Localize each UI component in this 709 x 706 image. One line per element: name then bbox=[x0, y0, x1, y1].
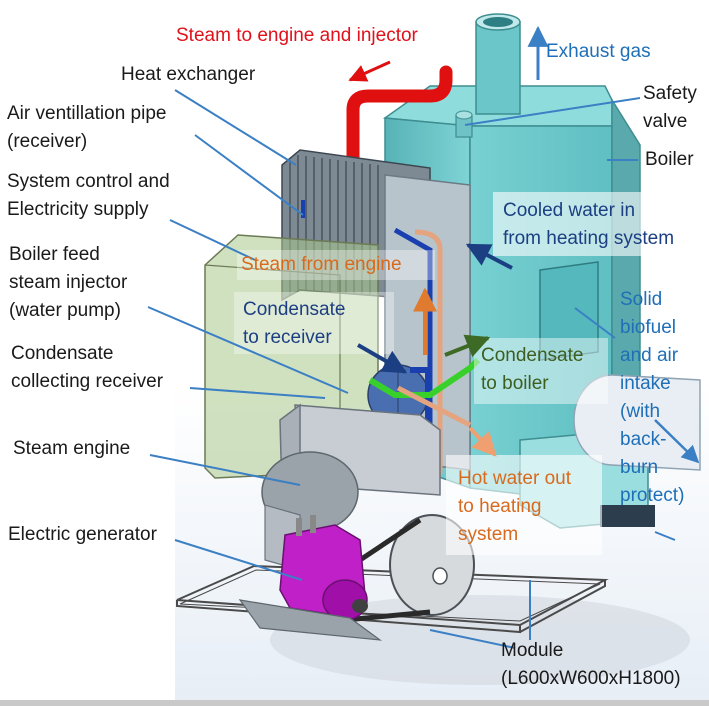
leader-cond-receiver bbox=[189, 387, 326, 399]
leader-module-2 bbox=[429, 629, 516, 649]
label-cond-to-boiler-1: Condensate bbox=[481, 345, 584, 366]
label-safety-valve-1: Safety bbox=[643, 83, 697, 104]
leader-biofuel-2 bbox=[654, 531, 676, 541]
label-air-pipe-2: (receiver) bbox=[7, 131, 88, 152]
label-cooled-water-1: Cooled water in bbox=[503, 200, 636, 221]
label-steam-engine: Steam engine bbox=[13, 438, 131, 459]
label-exhaust-gas: Exhaust gas bbox=[546, 41, 651, 62]
label-biofuel-7: burn bbox=[620, 457, 659, 478]
hot-water-arrow bbox=[468, 426, 497, 457]
generator-base bbox=[238, 599, 383, 641]
leader-feed-injector bbox=[147, 306, 349, 394]
cond-to-receiver-arrow bbox=[357, 343, 408, 374]
label-steam-to-engine: Steam to engine and injector bbox=[176, 25, 418, 46]
label-module-1: Module bbox=[501, 640, 564, 661]
cond-to-boiler-box bbox=[474, 338, 608, 404]
label-cond-receiver-1: Condensate bbox=[11, 343, 114, 364]
label-electric-generator: Electric generator bbox=[8, 524, 157, 545]
label-feed-injector-2: steam injector bbox=[9, 272, 128, 293]
label-safety-valve-2: valve bbox=[643, 111, 688, 132]
label-hot-water-2: to heating bbox=[458, 496, 542, 517]
biofuel-arrow bbox=[654, 419, 700, 464]
label-biofuel-2: biofuel bbox=[620, 317, 676, 338]
label-cooled-water-2: from heating system bbox=[503, 228, 675, 249]
label-system-control-2: Electricity supply bbox=[7, 199, 149, 220]
leader-lines bbox=[147, 89, 676, 649]
chimney bbox=[475, 13, 521, 115]
hot-water-box bbox=[446, 455, 602, 555]
steam-from-engine-box bbox=[237, 250, 435, 280]
bottom-bar bbox=[0, 700, 709, 706]
label-cond-to-receiver-1: Condensate bbox=[243, 299, 346, 320]
cooled-water-box bbox=[493, 192, 703, 256]
leader-heat-exchanger bbox=[174, 89, 297, 166]
label-biofuel-6: back- bbox=[620, 429, 667, 450]
cond-to-boiler-arrow bbox=[444, 334, 491, 358]
leader-system-control bbox=[169, 219, 256, 261]
label-biofuel-4: intake bbox=[620, 373, 671, 394]
leader-biofuel bbox=[574, 307, 616, 339]
label-biofuel-1: Solid bbox=[620, 289, 663, 310]
label-biofuel-8: protect) bbox=[620, 485, 685, 506]
label-boiler: Boiler bbox=[645, 149, 694, 170]
label-biofuel-5: (with bbox=[620, 401, 661, 422]
label-feed-injector-1: Boiler feed bbox=[9, 244, 100, 265]
label-cond-to-boiler-2: to boiler bbox=[481, 373, 549, 394]
cooled-water-arrow bbox=[465, 243, 513, 270]
leader-steam-engine bbox=[149, 454, 301, 486]
leader-generator bbox=[174, 539, 303, 581]
electric-generator bbox=[279, 515, 368, 621]
label-hot-water-1: Hot water out bbox=[458, 468, 571, 489]
safety-valve bbox=[455, 110, 473, 138]
label-module-2: (L600xW600xH1800) bbox=[501, 668, 681, 689]
label-system-control-1: System control and bbox=[7, 171, 170, 192]
steam-pipe bbox=[346, 65, 453, 172]
label-biofuel-3: and air bbox=[620, 345, 679, 366]
label-heat-exchanger: Heat exchanger bbox=[121, 64, 256, 85]
leader-safety-valve bbox=[464, 97, 641, 126]
steam-arrow bbox=[348, 60, 391, 82]
label-feed-injector-3: (water pump) bbox=[9, 300, 121, 321]
label-cond-receiver-2: collecting receiver bbox=[11, 371, 164, 392]
label-hot-water-3: system bbox=[458, 524, 519, 545]
leader-air-pipe bbox=[194, 134, 304, 216]
label-cond-to-receiver-2: to receiver bbox=[243, 327, 332, 348]
label-steam-from-engine: Steam from engine bbox=[241, 254, 402, 275]
cond-to-receiver-box bbox=[234, 292, 394, 354]
condensate-pipe bbox=[368, 357, 481, 398]
label-air-pipe-1: Air ventillation pipe bbox=[7, 103, 167, 124]
